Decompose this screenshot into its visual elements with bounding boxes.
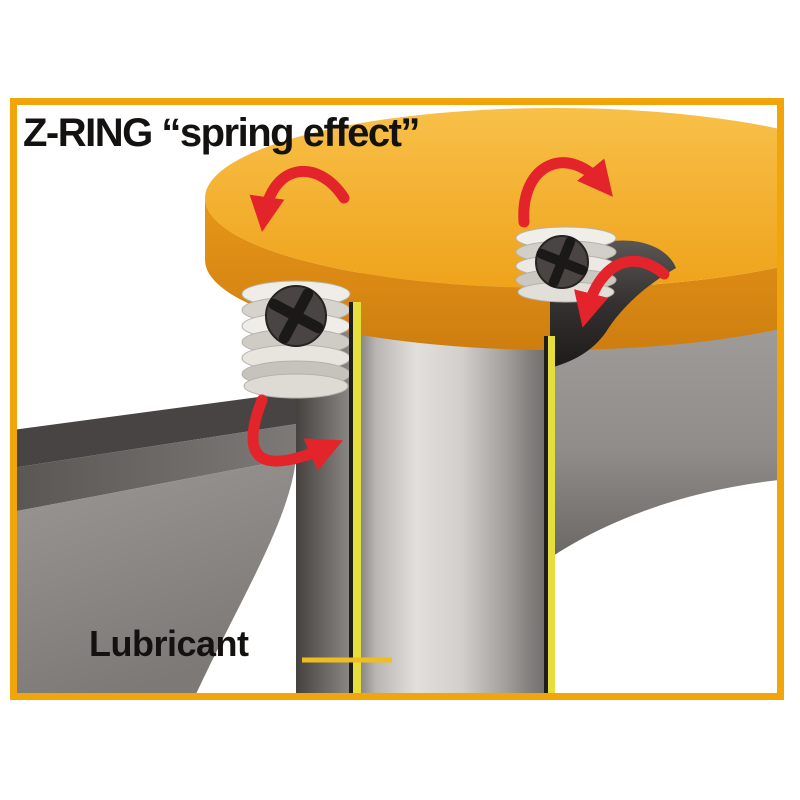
phillips-cross-icon xyxy=(268,288,324,344)
lubricant-film xyxy=(349,302,555,693)
left-flange xyxy=(17,392,296,693)
spring-arrow-top-left xyxy=(249,166,350,232)
screw-left xyxy=(241,280,351,399)
lubricant-film-left xyxy=(353,302,361,693)
spring-arrow-right xyxy=(574,255,670,328)
diagram-title: Z-RING “spring effect” xyxy=(23,111,420,155)
screw-right xyxy=(515,226,617,303)
lubricant-film-right xyxy=(548,336,555,693)
housing-bore-wall xyxy=(296,330,352,693)
right-flange xyxy=(550,283,777,558)
lubricant-label: Lubricant xyxy=(89,623,249,664)
phillips-cross-icon xyxy=(536,236,588,288)
spring-arrow-top-right xyxy=(518,157,613,228)
z-ring-illustration xyxy=(17,108,777,693)
diagram-frame: Z-RING “spring effect” Lubricant xyxy=(10,98,784,700)
spring-arrow-left xyxy=(247,394,343,471)
